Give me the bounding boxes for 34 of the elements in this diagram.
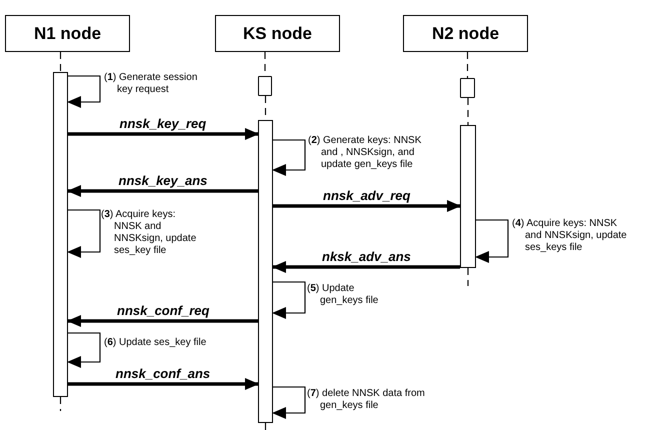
participant-box: N1 node (5, 15, 130, 52)
self-message-arrow (67, 75, 101, 108)
message-arrow (273, 200, 461, 212)
activation-bar (53, 72, 68, 397)
participant-box: N2 node (403, 15, 528, 52)
self-message-arrow (272, 281, 306, 319)
activation-bar (460, 125, 476, 268)
message-label: nnsk_key_req (118, 117, 208, 131)
self-message-arrow (67, 332, 101, 368)
lifeline (60, 397, 62, 411)
participant-box: KS node (215, 15, 340, 52)
message-arrow (67, 315, 258, 327)
message-label: nnsk_key_ans (116, 174, 210, 188)
lifeline (60, 52, 62, 72)
message-label: nnsk_conf_ans (114, 367, 212, 381)
lifeline-box (460, 78, 475, 98)
self-message-arrow (272, 386, 306, 419)
lifeline (466, 52, 468, 78)
message-arrow (67, 185, 258, 197)
self-message-arrow (272, 139, 306, 176)
self-message-arrow (67, 209, 101, 258)
message-label: nnsk_conf_req (115, 304, 212, 318)
message-arrow (68, 378, 259, 390)
message-arrow (68, 128, 259, 140)
message-arrow (272, 261, 460, 273)
lifeline-box (258, 76, 272, 96)
self-message-arrow (475, 219, 509, 263)
step-label: (4) Acquire keys: NNSK and NNSKsign, update ses_keys file (512, 218, 629, 254)
activation-bar (258, 120, 273, 423)
message-label: nnsk_adv_req (321, 189, 412, 203)
lifeline (467, 98, 469, 125)
lifeline (467, 268, 469, 286)
lifeline (264, 423, 266, 430)
message-label: nksk_adv_ans (320, 250, 413, 264)
